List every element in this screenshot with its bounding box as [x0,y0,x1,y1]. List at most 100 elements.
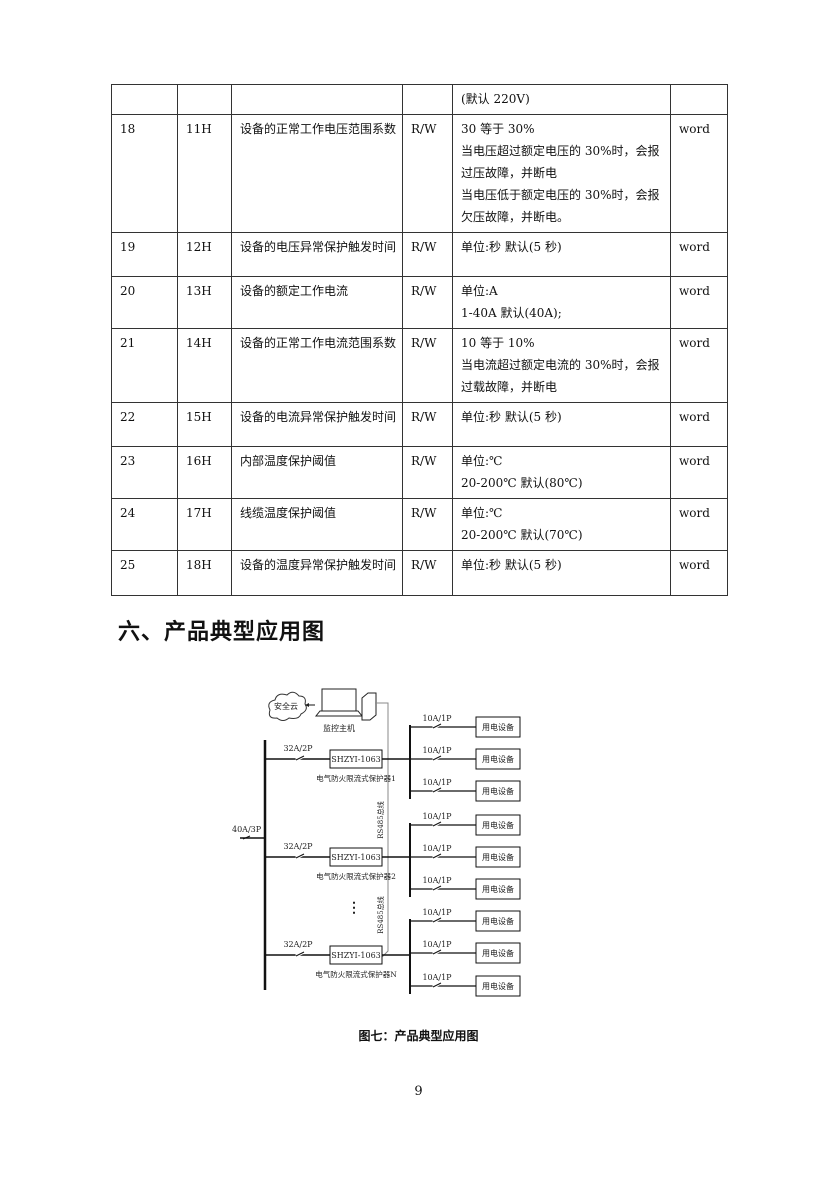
monitor-icon [321,688,357,712]
load-breaker-label: 10A/1P [422,714,452,723]
table-row: (默认 220V) [111,84,728,115]
cell-name [231,84,403,115]
figure-caption: 图七：产品典型应用图 [358,1029,479,1043]
load-box [475,878,521,900]
cell-name: 设备的电流异常保护触发时间 [231,402,403,447]
cell-no: 23 [111,446,178,499]
branch-breaker-label: 32A/2P [283,744,313,753]
rs485-label: RS485总线 [376,801,385,838]
cell-addr: 17H [177,498,232,551]
load-breaker-label: 10A/1P [422,812,452,821]
cell-addr: 11H [177,114,232,233]
load-box [475,748,521,770]
load-breaker-icon [432,853,442,859]
load-breaker-label: 10A/1P [422,973,452,982]
load-box [475,780,521,802]
load-breaker-label: 10A/1P [422,940,452,949]
cell-type: word [670,328,728,403]
load-box [475,846,521,868]
cell-desc: 30 等于 30% 当电压超过额定电压的 30%时，会报过压故障，并断电 当电压… [452,114,671,233]
cell-type: word [670,550,728,596]
load-breaker-label: 10A/1P [422,746,452,755]
load-label: 用电设备 [482,786,514,796]
branch-breaker-label: 32A/2P [283,940,313,949]
load-breaker-icon [432,755,442,761]
cell-type: word [670,498,728,551]
cell-rw: R/W [402,550,453,596]
load-label: 用电设备 [482,722,514,732]
cell-no: 21 [111,328,178,403]
load-breaker-icon [432,917,442,923]
cell-name: 设备的正常工作电压范围系数 [231,114,403,233]
cell-no: 20 [111,276,178,329]
load-label: 用电设备 [482,948,514,958]
protector-label: 电气防火限流式保护器2 [316,871,396,881]
load-breaker-label: 10A/1P [422,844,452,853]
section-heading: 六、产品典型应用图 [118,620,326,645]
load-breaker-icon [432,949,442,955]
load-breaker-icon [432,885,442,891]
cell-name: 设备的温度异常保护触发时间 [231,550,403,596]
cell-addr: 13H [177,276,232,329]
load-box [475,975,521,997]
breaker-icon [295,755,305,761]
keyboard-icon [314,710,364,717]
load-box [475,814,521,836]
cell-addr: 18H [177,550,232,596]
main-breaker-label: 40A/3P [232,825,262,834]
load-label: 用电设备 [482,754,514,764]
main-breaker-icon [242,835,251,840]
cloud-icon [268,691,307,721]
cell-addr: 14H [177,328,232,403]
load-label: 用电设备 [482,852,514,862]
tower-icon [361,692,377,721]
arrow-icon [305,703,309,707]
branch-breaker-label: 32A/2P [283,842,313,851]
load-breaker-icon [432,821,442,827]
load-breaker-label: 10A/1P [422,908,452,917]
load-breaker-icon [432,723,442,729]
cell-rw: R/W [402,328,453,403]
cell-desc: 单位:℃ 20-200℃ 默认(80℃) [452,446,671,499]
cell-no: 19 [111,232,178,277]
cell-rw: R/W [402,276,453,329]
load-label: 用电设备 [482,981,514,991]
cell-addr: 12H [177,232,232,277]
rs485-label: RS485总线 [376,896,385,933]
load-breaker-icon [432,982,442,988]
cloud-label: 安全云 [274,701,298,711]
cell-name: 设备的电压异常保护触发时间 [231,232,403,277]
cell-no: 18 [111,114,178,233]
cell-name: 设备的正常工作电流范围系数 [231,328,403,403]
cell-no: 25 [111,550,178,596]
cell-name: 设备的额定工作电流 [231,276,403,329]
device-model-label: SHZYI-1063 [331,951,381,960]
cell-desc: 单位:秒 默认(5 秒) [452,402,671,447]
breaker-icon [295,853,305,859]
cell-desc: 单位:A 1-40A 默认(40A); [452,276,671,329]
protector-label: 电气防火限流式保护器N [315,969,397,979]
cell-rw: R/W [402,498,453,551]
device-model-label: SHZYI-1063 [331,755,381,764]
load-label: 用电设备 [482,820,514,830]
cell-type: word [670,232,728,277]
load-box [475,942,521,964]
cell-type: word [670,114,728,233]
breaker-icon [295,951,305,957]
rs485-bus-line [375,702,389,958]
cell-desc: 单位:℃ 20-200℃ 默认(70℃) [452,498,671,551]
cell-addr: 15H [177,402,232,447]
cell-type: word [670,402,728,447]
load-breaker-label: 10A/1P [422,778,452,787]
cell-type [670,84,728,115]
load-label: 用电设备 [482,884,514,894]
ellipsis: ⋮ [347,900,361,916]
cell-desc: 单位:秒 默认(5 秒) [452,550,671,596]
load-label: 用电设备 [482,916,514,926]
